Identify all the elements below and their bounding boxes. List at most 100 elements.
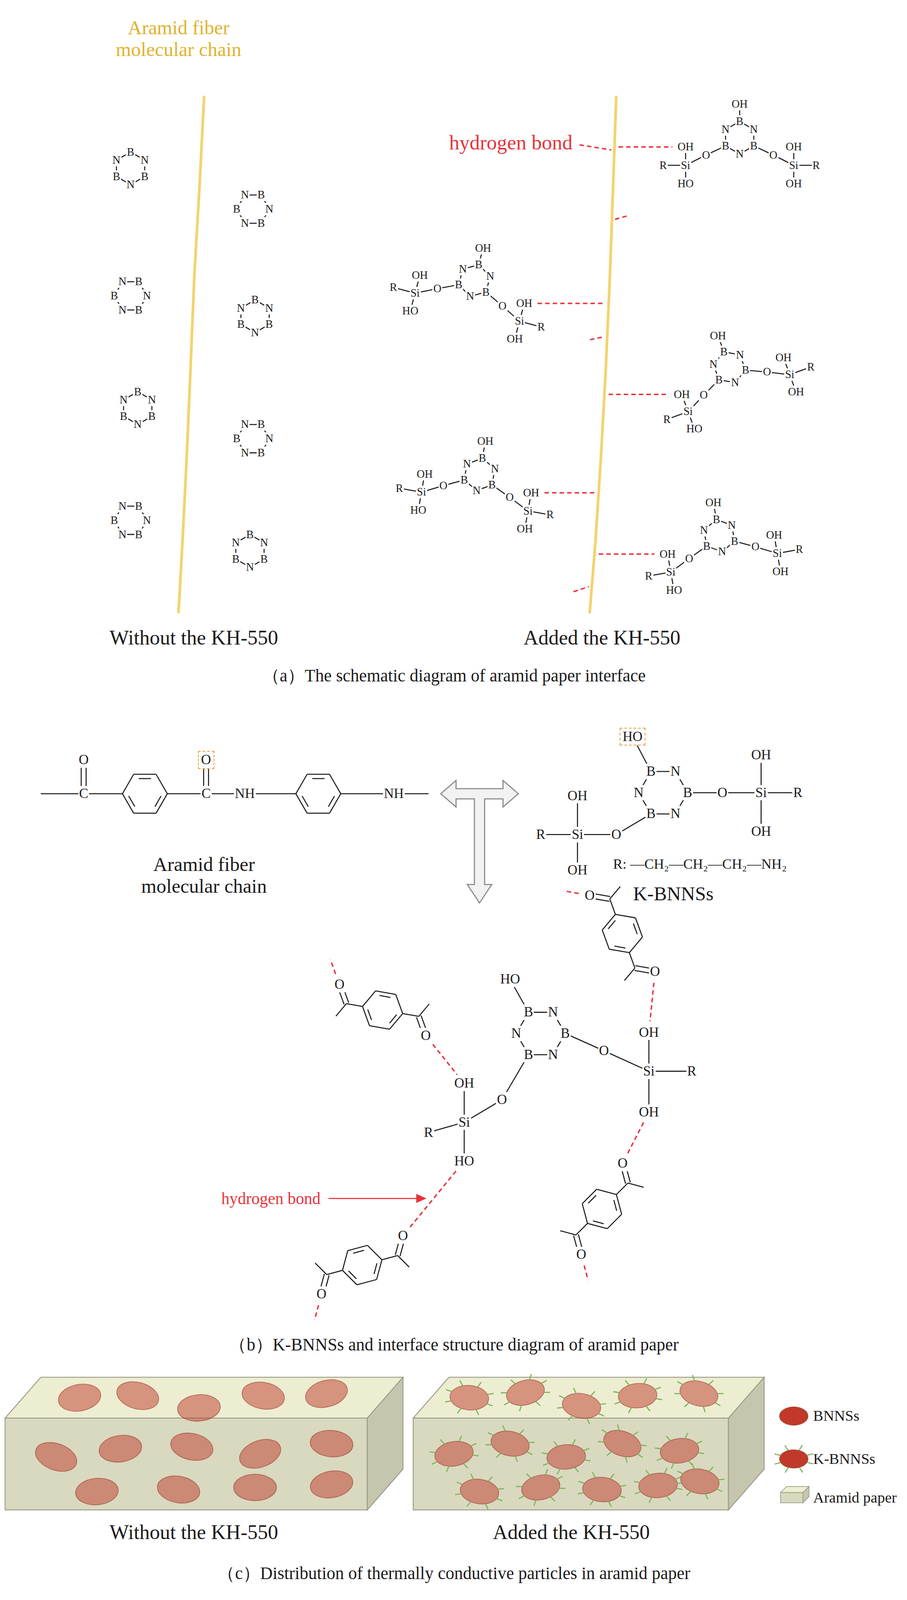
atom-label: N [734, 147, 745, 161]
atom-label: O [716, 785, 729, 801]
atom-label: O [698, 388, 709, 402]
atom-label: R [388, 281, 399, 294]
silane-spike [686, 1491, 691, 1496]
silane-spike [709, 1467, 714, 1472]
atom-label: N [117, 528, 128, 541]
silane-spike [559, 1395, 565, 1399]
chemical-bond [596, 1189, 617, 1195]
atom-label: Si [642, 1063, 656, 1080]
silane-spike [485, 1503, 488, 1510]
silane-spikes [654, 1432, 704, 1469]
k-bnns-particle [677, 1376, 721, 1411]
atom-label: B [264, 318, 275, 331]
chemical-bond [609, 949, 630, 953]
silane-spike [466, 1501, 471, 1507]
atom-label: O [315, 1286, 327, 1303]
chemical-bond [156, 793, 168, 814]
atom-label: O [598, 1043, 610, 1059]
atom-label: B [256, 217, 267, 230]
leader-arrow [328, 1197, 421, 1200]
panel-caption: （a）The schematic diagram of aramid paper… [261, 665, 647, 686]
hydrogen-bond-dash [589, 336, 605, 340]
atom-label: B [729, 535, 740, 548]
silane-spike [528, 1441, 535, 1444]
chemical-bond [306, 812, 330, 814]
chemical-bond [367, 1009, 372, 1020]
silane-spike [592, 1472, 596, 1478]
silane-spike [656, 1398, 663, 1400]
atom-label: B [236, 318, 246, 331]
chemical-bond [353, 1250, 364, 1254]
atom-label: R [535, 826, 547, 843]
chemical-bond [614, 946, 626, 948]
hydrogen-bonds [314, 145, 673, 1321]
chemical-bond [335, 1003, 347, 1016]
atom-label: OH [505, 332, 524, 346]
chemical-bond [133, 773, 156, 775]
bnns-particle [168, 1429, 216, 1464]
atom-label: O [649, 963, 661, 980]
bnns-particle [31, 1437, 81, 1477]
atom-label: B [109, 289, 120, 303]
hydrogen-bond-dash [537, 302, 605, 305]
chemical-bond [592, 1221, 604, 1224]
silane-spikes [445, 1380, 494, 1415]
atom-label: B [232, 202, 242, 216]
atom-label: OH [750, 823, 773, 840]
silane-spike [619, 1495, 626, 1498]
chemical-bond [154, 796, 162, 807]
chemical-bond [362, 1006, 370, 1026]
silane-spike [533, 1499, 537, 1506]
legend-swatches [774, 1406, 813, 1504]
chemical-bond [347, 1245, 368, 1251]
silane-spike [455, 1493, 462, 1495]
atom-label: O [701, 149, 711, 162]
paper-slabs [4, 1374, 764, 1511]
chemical-bond [629, 937, 643, 953]
atom-label: OH [566, 788, 589, 804]
chemical-bond [376, 1259, 383, 1280]
formula: R: —CH₂—CH₂—CH₂—NH₂ [612, 856, 788, 873]
chemical-bond [342, 1250, 348, 1271]
atom-label: B [523, 1047, 535, 1063]
atom-label: N [249, 326, 260, 339]
k-bnns-particle [519, 1471, 563, 1504]
atom-label: OH [750, 747, 773, 763]
silane-spike [459, 1380, 464, 1386]
hydrogen-bond-dash [608, 393, 669, 396]
atom-label: N [239, 446, 250, 460]
chemical-bond [328, 796, 335, 807]
silane-spike [640, 1445, 647, 1446]
chemical-bond [629, 952, 636, 968]
atom-label: B [109, 514, 120, 527]
silane-spike [644, 1378, 647, 1384]
atom-label: N [141, 514, 152, 527]
fiber-chains [178, 96, 617, 613]
silane-spike [550, 1496, 556, 1502]
atom-label: B [147, 410, 157, 423]
silane-spike [463, 1463, 468, 1468]
silane-spike [577, 1492, 585, 1494]
silane-spike [487, 1432, 494, 1436]
chemical-bond [635, 917, 643, 937]
atom-label: O [761, 365, 772, 379]
atom-label: R [644, 569, 654, 583]
silane-spike [496, 1498, 503, 1501]
silane-spike [559, 1487, 566, 1489]
chemical-bond [609, 898, 616, 915]
silane-spike [675, 1477, 682, 1480]
k-bnns-particle [488, 1427, 532, 1460]
atom-label: N [720, 123, 731, 136]
chemical-bond [616, 1183, 629, 1195]
atom-label: C [200, 786, 212, 802]
atom-label: N [239, 418, 250, 431]
silane-spike [654, 1447, 662, 1449]
atom-label: HO [685, 422, 704, 436]
atom-label: N [547, 1047, 559, 1063]
atom-label: OH [784, 140, 803, 154]
silane-spike [471, 1473, 474, 1480]
silane-spike [716, 1488, 723, 1492]
bnns-particle [302, 1375, 351, 1413]
silane-spike [634, 1491, 641, 1495]
silane-spike [657, 1458, 663, 1461]
